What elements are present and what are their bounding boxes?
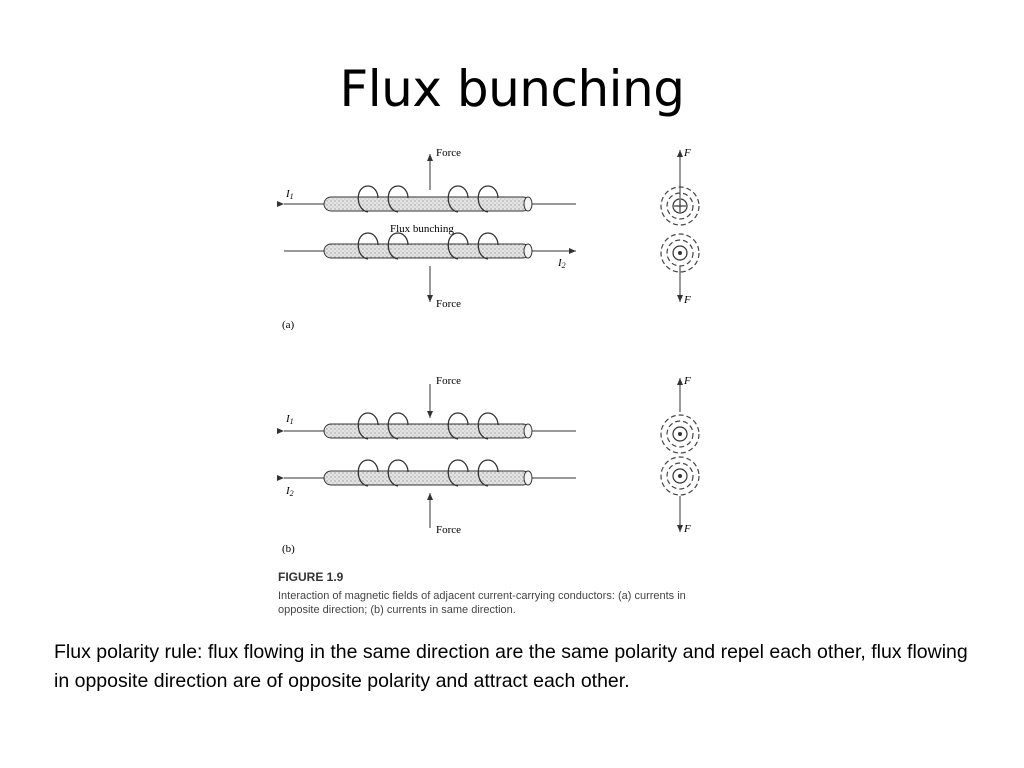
flux-loops-a2 (357, 232, 499, 260)
force-label-a-bottom: Force (436, 298, 461, 310)
conductor-a2 (284, 243, 576, 259)
flux-polarity-rule-text: Flux polarity rule: flux flowing in the … (54, 641, 968, 692)
flux-loops-b2 (357, 459, 499, 487)
svg-text:F: F (683, 523, 691, 535)
force-label-b-bottom: Force (436, 524, 461, 536)
svg-text:F: F (683, 375, 691, 387)
flux-loops-b1 (357, 412, 499, 440)
force-label-b-top: Force (436, 375, 461, 387)
caption-title: FIGURE 1.9 (278, 570, 344, 584)
cross-section-a: F F (660, 147, 700, 306)
flux-bunching-label: Flux bunching (390, 223, 454, 235)
current-label-a1: I1 (285, 188, 294, 201)
current-label-b1: I1 (285, 413, 294, 426)
force-label-a-top: Force (436, 147, 461, 159)
part-a-label: (a) (282, 319, 295, 331)
slide-title: Flux bunching (339, 60, 685, 118)
figure-caption: FIGURE 1.9 Interaction of magnetic field… (278, 570, 686, 616)
flux-loops-a1 (357, 185, 499, 213)
caption-line-1: Interaction of magnetic fields of adjace… (278, 590, 686, 602)
current-label-a2: I2 (557, 257, 566, 270)
conductor-diagram: Force Force Flux bunching I1 I2 (a) F F (277, 147, 700, 616)
conductor-a1 (277, 196, 576, 212)
cross-section-b: F F (660, 375, 700, 535)
conductor-b2 (277, 470, 576, 486)
part-b: Force Force I1 I2 (b) F F (277, 375, 700, 555)
figure-1-9: Force Force Flux bunching I1 I2 (a) F F (270, 140, 790, 620)
svg-text:F: F (683, 294, 691, 306)
conductor-b1 (277, 423, 576, 439)
svg-text:F: F (683, 147, 691, 159)
current-label-b2: I2 (285, 485, 294, 498)
caption-line-2: opposite direction; (b) currents in same… (278, 604, 516, 616)
part-a: Force Force Flux bunching I1 I2 (a) F F (277, 147, 700, 331)
part-b-label: (b) (282, 543, 295, 555)
